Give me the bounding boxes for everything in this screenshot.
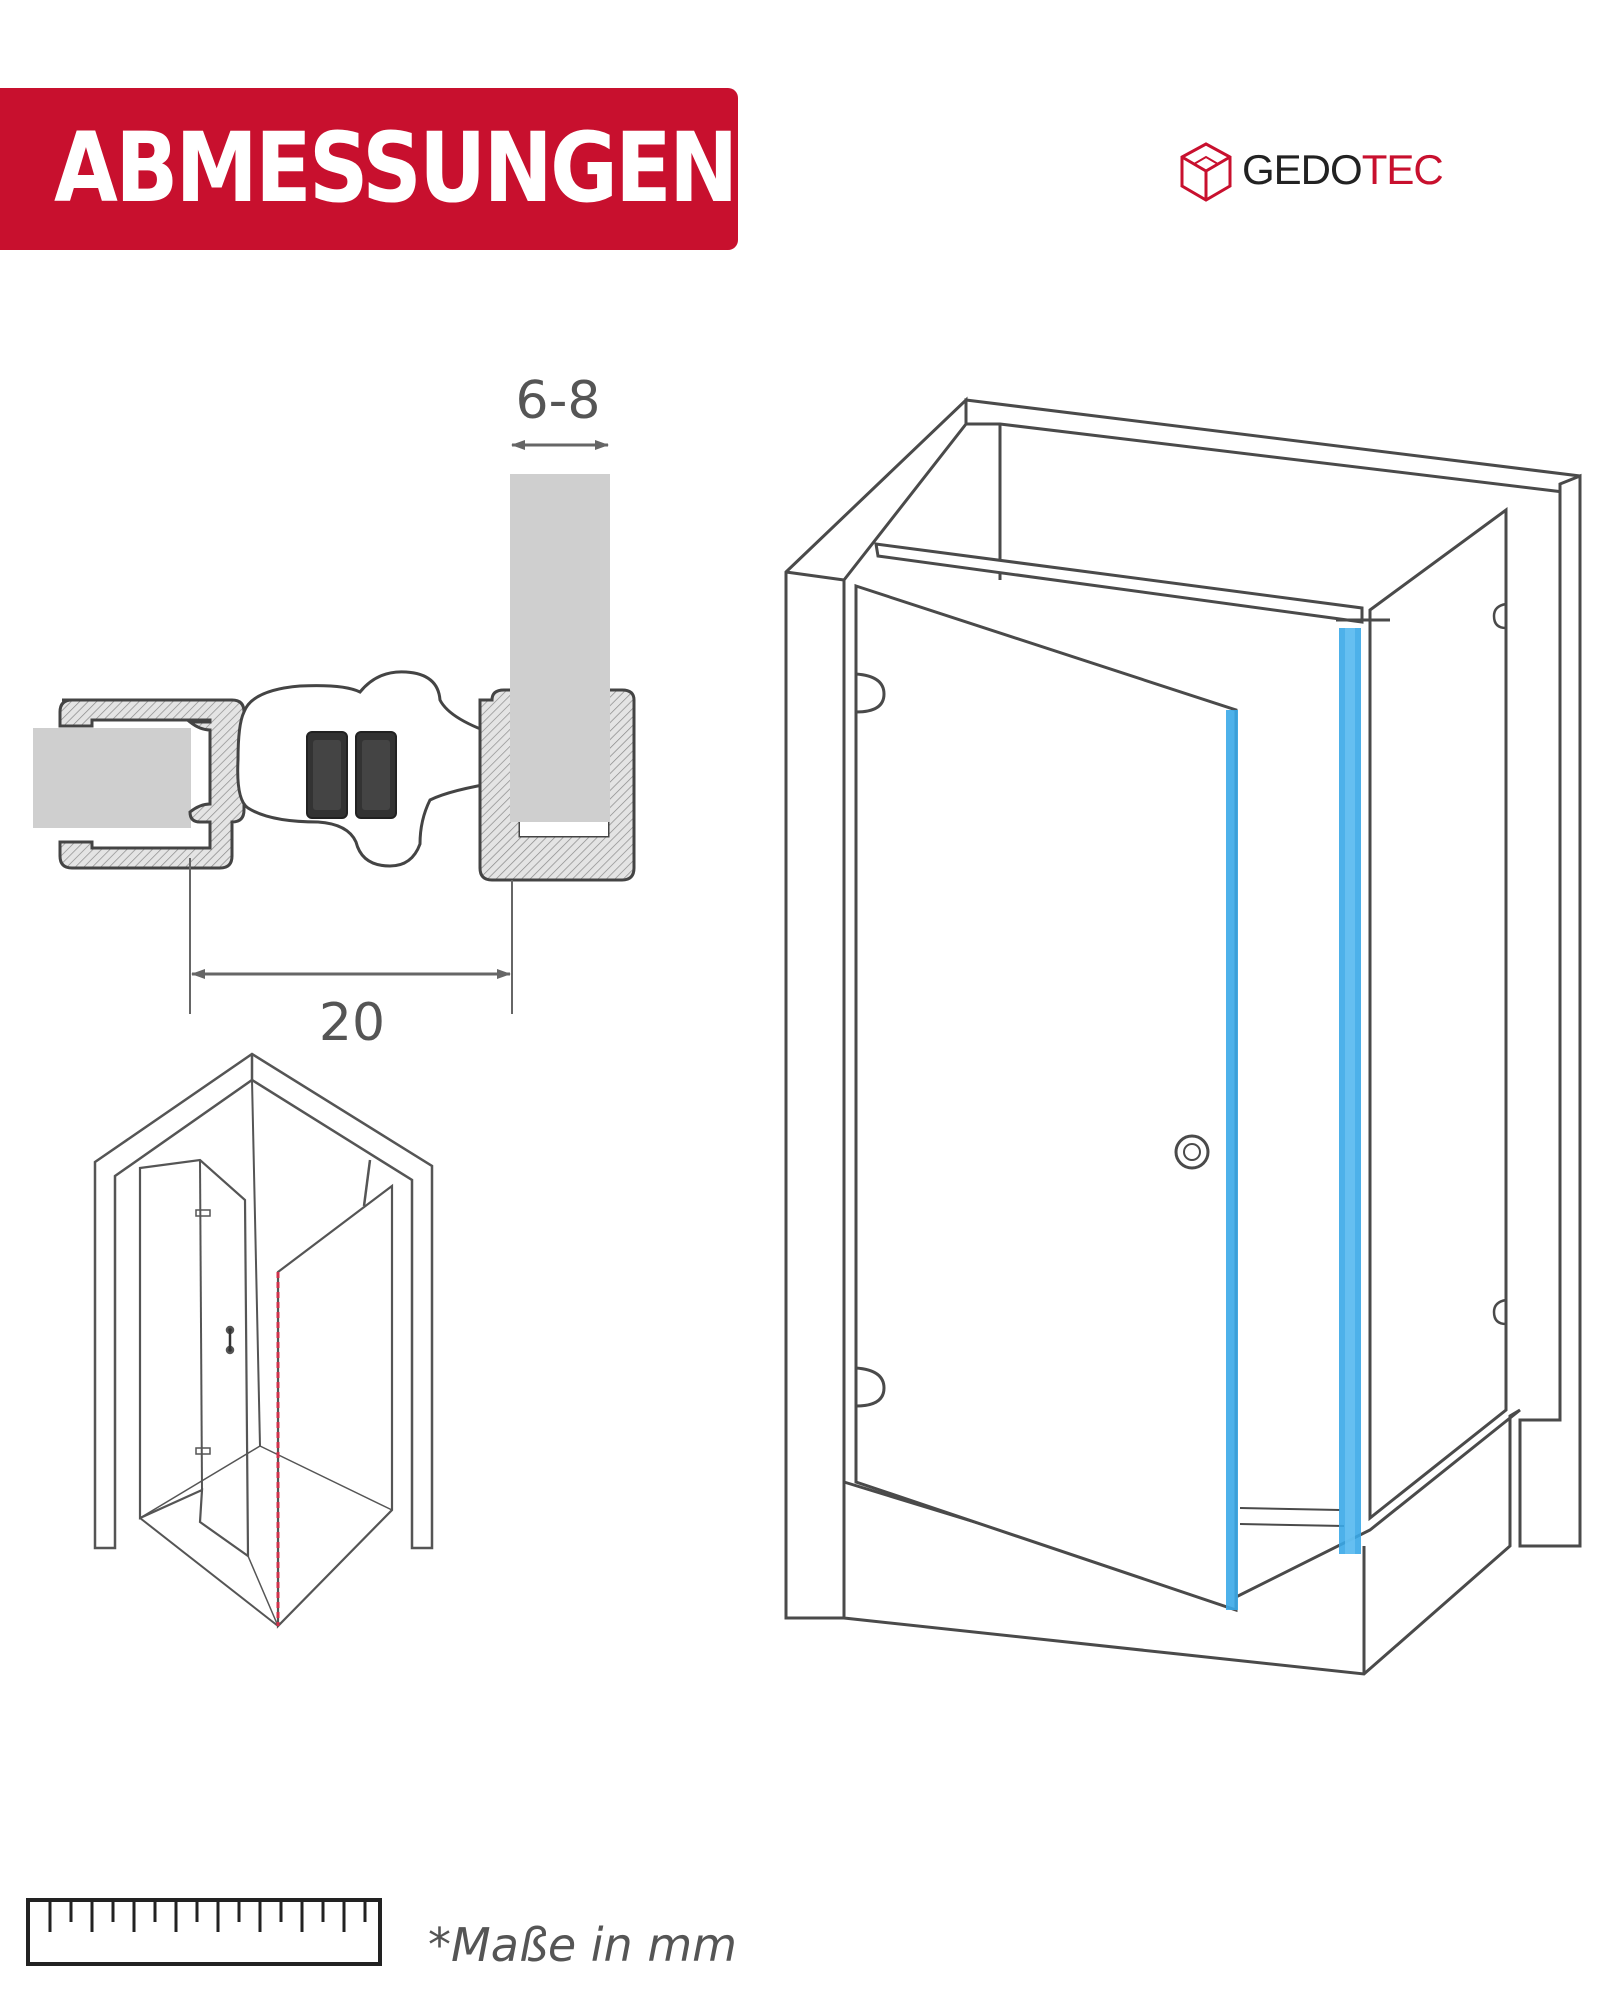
right-glass-pane bbox=[510, 474, 610, 822]
shower-enclosure-illustration bbox=[784, 396, 1582, 1676]
thickness-dimension-label: 6-8 bbox=[516, 371, 601, 431]
ruler-icon bbox=[26, 1898, 382, 1966]
page-title: ABMESSUNGEN bbox=[54, 112, 738, 224]
width-dimension-label: 20 bbox=[319, 993, 385, 1053]
units-note: *Maße in mm bbox=[428, 1918, 737, 1972]
door-seal-highlight bbox=[1226, 710, 1238, 1610]
corner-shower-illustration bbox=[93, 1052, 434, 1629]
left-u-channel bbox=[58, 698, 246, 870]
brand-name: GEDOTEC bbox=[1242, 146, 1444, 193]
seal-profile-cross-section: 6-8 20 bbox=[33, 371, 636, 1053]
cube-icon bbox=[1180, 142, 1232, 202]
title-banner: ABMESSUNGEN bbox=[0, 88, 738, 250]
left-glass-pane bbox=[33, 728, 191, 828]
